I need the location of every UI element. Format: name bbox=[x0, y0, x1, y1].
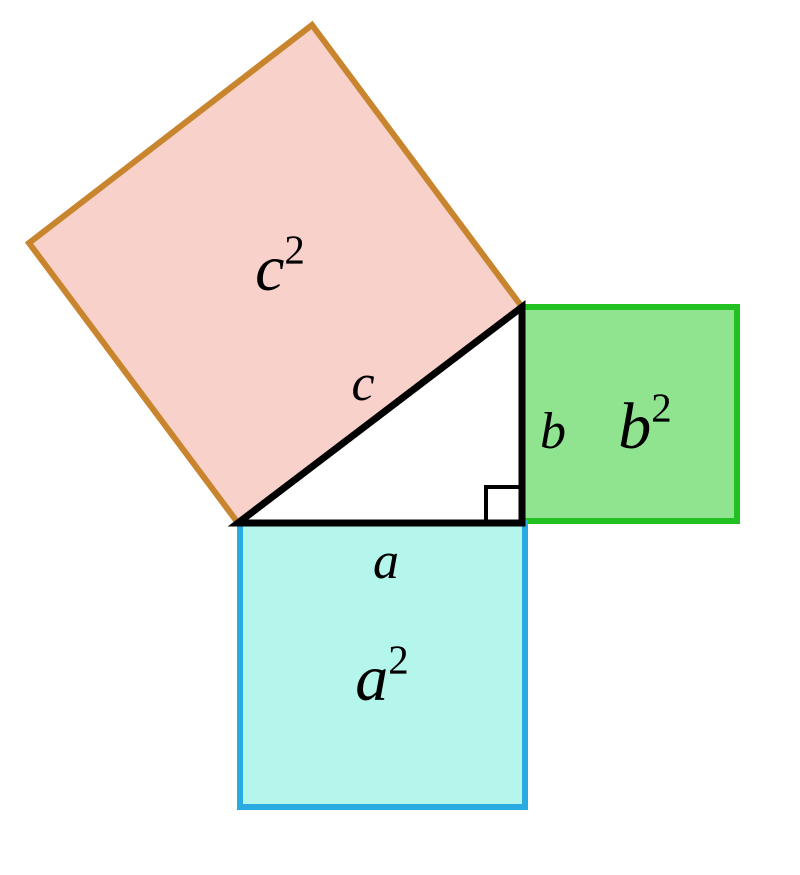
label-area-c-exponent: 2 bbox=[284, 228, 304, 273]
label-area-a-base: a bbox=[355, 642, 388, 715]
right-triangle bbox=[227, 299, 526, 527]
label-area-b-exponent: 2 bbox=[651, 386, 671, 431]
label-side-a: a bbox=[373, 533, 399, 590]
label-area-c-base: c bbox=[255, 232, 284, 305]
label-side-b: b bbox=[540, 403, 566, 460]
label-side-c: c bbox=[351, 355, 374, 412]
label-area-b-squared: b2 bbox=[618, 386, 671, 463]
label-area-b-base: b bbox=[618, 390, 651, 463]
label-area-a-exponent: 2 bbox=[388, 638, 408, 683]
label-area-c-squared: c2 bbox=[255, 228, 305, 305]
label-area-a-squared: a2 bbox=[355, 638, 408, 715]
right-angle-marker-icon bbox=[484, 485, 519, 520]
